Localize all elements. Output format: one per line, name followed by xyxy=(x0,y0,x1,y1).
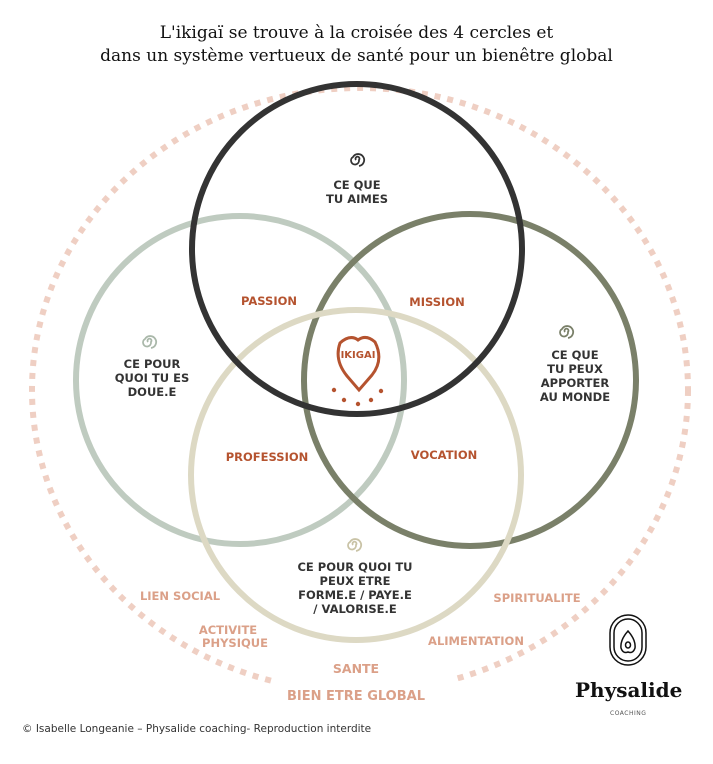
title-line-2: dans un système vertueux de santé pour u… xyxy=(100,46,613,66)
label-line: CE POUR xyxy=(123,357,181,371)
logo-sub: COACHING xyxy=(610,710,647,717)
label-line: TU PEUX xyxy=(547,362,603,376)
label-line: / VALORISE.E xyxy=(313,602,397,616)
label-line: CE QUE xyxy=(551,348,599,362)
label-line: QUOI TU ES xyxy=(114,371,190,385)
label-love: CE QUE TU AIMES xyxy=(326,178,388,206)
label-line: ACTIVITE xyxy=(198,623,258,637)
health-gap xyxy=(275,676,455,716)
swirl-icon xyxy=(347,538,363,552)
circle-paid xyxy=(188,307,524,643)
label-mission: MISSION xyxy=(409,295,465,309)
label-good: CE POUR QUOI TU ES DOUE.E xyxy=(115,357,190,399)
label-line: PEUX ETRE xyxy=(319,574,391,588)
label-line: FORME.E / PAYE.E xyxy=(298,588,412,602)
physalide-logo-icon xyxy=(609,614,647,666)
ikigai-dots xyxy=(331,387,384,407)
label-paid: CE POUR QUOI TU PEUX ETRE FORME.E / PAYE… xyxy=(297,560,412,616)
swirl-icon xyxy=(142,335,158,349)
label-line: DOUE.E xyxy=(127,385,177,399)
swirl-icon xyxy=(559,325,575,339)
circle-love xyxy=(189,81,525,417)
label-sante: SANTE xyxy=(332,661,380,676)
label-line: CE POUR QUOI TU xyxy=(297,560,413,574)
label-profession: PROFESSION xyxy=(225,450,309,464)
label-world: CE QUE TU PEUX APPORTER AU MONDE xyxy=(540,348,610,404)
label-spiritualite: SPIRITUALITE xyxy=(493,591,581,605)
label-line: PHYSIQUE xyxy=(202,636,268,650)
label-bien-etre-global: BIEN ETRE GLOBAL xyxy=(287,689,425,704)
title-line-1: L'ikigaï se trouve à la croisée des 4 ce… xyxy=(159,23,554,43)
label-activite: ACTIVITE PHYSIQUE xyxy=(199,624,268,650)
label-alimentation: ALIMENTATION xyxy=(428,634,524,648)
copyright: © Isabelle Longeanie – Physalide coachin… xyxy=(22,723,372,735)
label-ikigai: IKIGAI xyxy=(340,350,376,361)
label-line: AU MONDE xyxy=(539,390,611,404)
logo-name: Physalide xyxy=(575,678,683,702)
label-vocation: VOCATION xyxy=(410,448,478,462)
title: L'ikigaï se trouve à la croisée des 4 ce… xyxy=(0,22,713,68)
ikigai-heart-icon xyxy=(336,335,381,393)
label-lien-social: LIEN SOCIAL xyxy=(139,589,221,603)
circle-good xyxy=(73,213,407,547)
circle-world xyxy=(301,211,639,549)
label-passion: PASSION xyxy=(240,294,298,308)
swirl-icon xyxy=(350,153,366,167)
label-line: TU AIMES xyxy=(326,192,388,206)
label-line: CE QUE xyxy=(333,178,381,192)
label-line: APPORTER xyxy=(540,376,610,390)
